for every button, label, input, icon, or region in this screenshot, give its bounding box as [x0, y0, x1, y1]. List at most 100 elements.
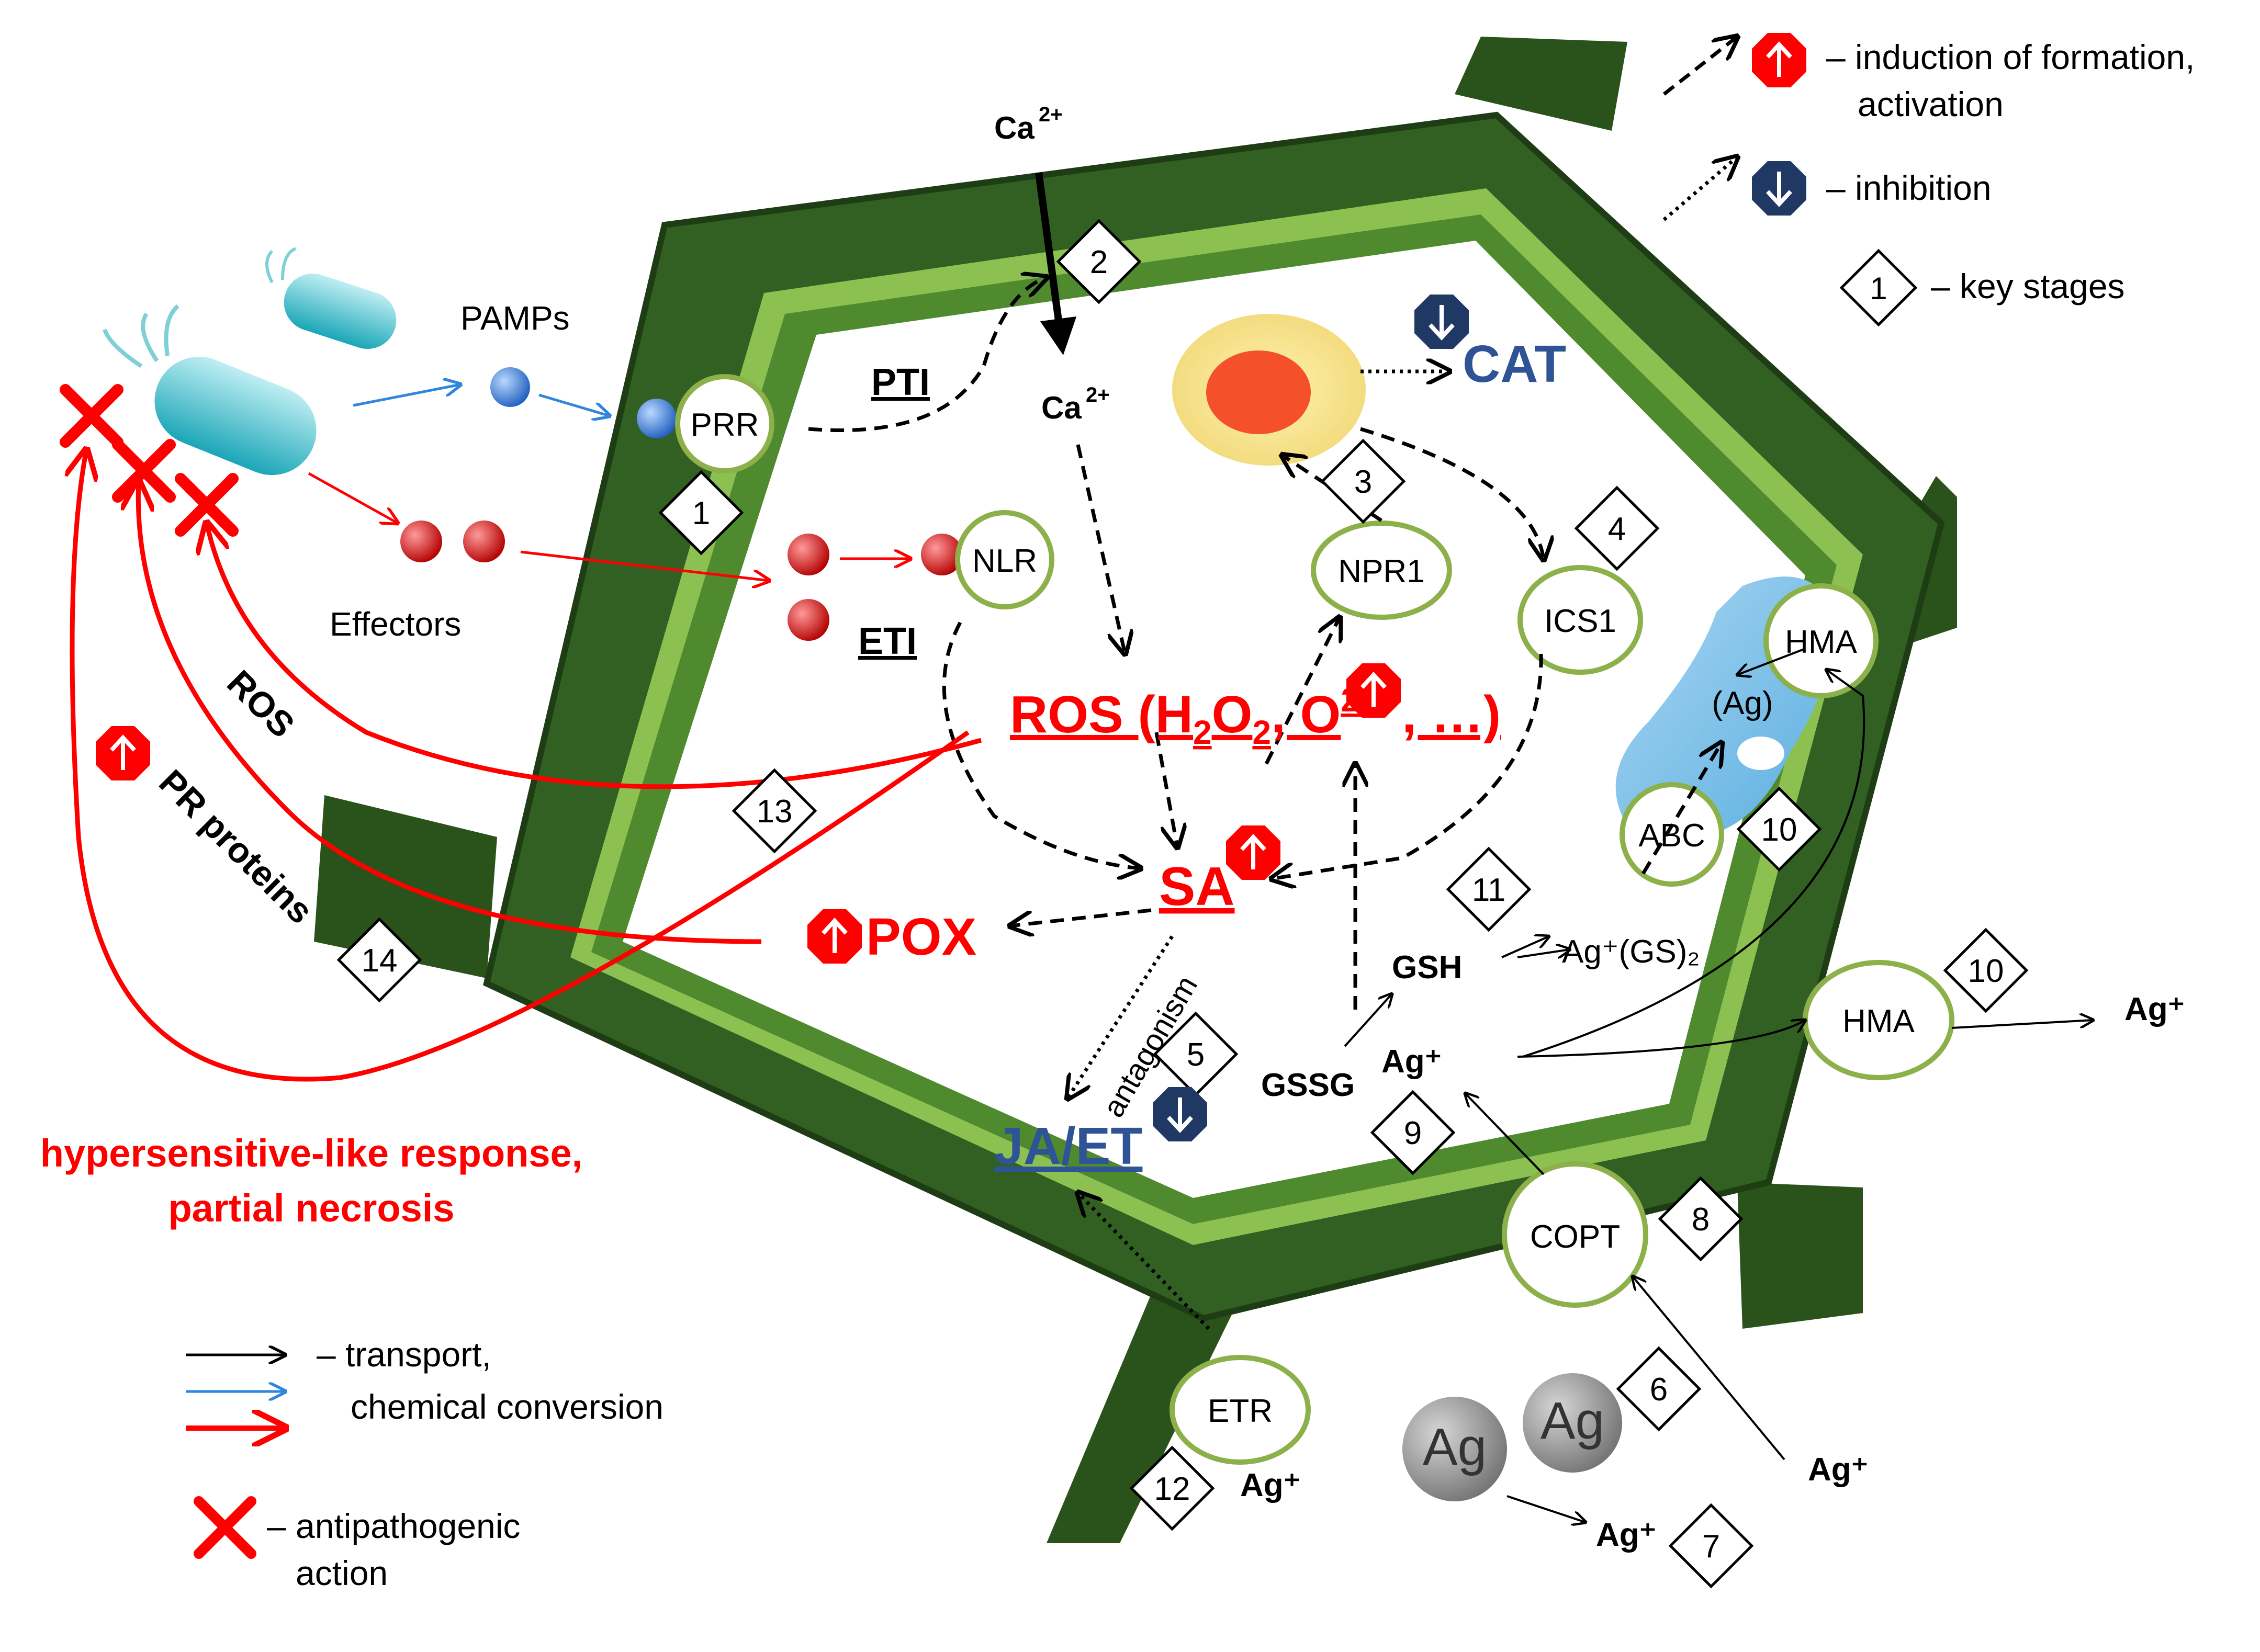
- gssg-label: GSSG: [1261, 1067, 1355, 1103]
- copt-node: [1502, 1161, 1648, 1308]
- nlr-receptor: [955, 510, 1054, 609]
- svg-text:1: 1: [692, 495, 710, 531]
- stage-3: 3: [1320, 438, 1406, 524]
- induction-icon-legend: [1752, 33, 1806, 87]
- ag-vacuole-label: (Ag): [1712, 685, 1773, 721]
- transport-arrows: [1344, 648, 2093, 1522]
- copt-label: COPT: [1530, 1219, 1620, 1255]
- ca-inside-label: Ca: [1041, 390, 1082, 425]
- legend-key-label: – key stages: [1931, 267, 2125, 305]
- prr-receptor: [675, 374, 774, 473]
- inhibition-icon-jaet: [1153, 1087, 1207, 1141]
- ros-formula: ROS (H2O2, O2-, …): [1010, 681, 1501, 751]
- ag-nanoparticle: [1523, 1373, 1622, 1473]
- induction-icon-pr: [96, 726, 150, 780]
- pti-label: PTI: [871, 361, 930, 403]
- stage-5: 5: [1153, 1011, 1239, 1097]
- ca-inside-charge: 2+: [1086, 383, 1110, 406]
- ca-top-charge: 2+: [1039, 103, 1063, 126]
- svg-text:1: 1: [1870, 271, 1887, 306]
- legend-induction-label: – induction of formation,: [1826, 38, 2195, 76]
- induction-icon-ros: [1346, 663, 1401, 718]
- svg-text:4: 4: [1608, 511, 1626, 547]
- svg-text:9: 9: [1404, 1115, 1422, 1151]
- induction-icon-pox: [807, 909, 862, 964]
- effector-arrows: [308, 472, 910, 581]
- pox-label: POX: [866, 908, 976, 966]
- pamp-arrows: [353, 384, 610, 416]
- legend-antipath-label-2: action: [296, 1554, 388, 1592]
- ag-nanoparticle-label: Ag: [1541, 1391, 1604, 1450]
- cell-wall: [314, 37, 1957, 1543]
- legend-transport-label: – transport,: [317, 1335, 491, 1374]
- cat-label: CAT: [1463, 335, 1566, 393]
- stage-10-hma: 10: [1943, 927, 2029, 1013]
- stage-8: 8: [1658, 1176, 1744, 1262]
- pr-proteins-label: PR proteins: [151, 762, 321, 932]
- necrosis-label: partial necrosis: [168, 1186, 454, 1230]
- stage-2: 2: [1056, 219, 1142, 304]
- stage-10-abc: 10: [1736, 786, 1822, 872]
- svg-text:10: 10: [1761, 812, 1797, 848]
- legend-bottom: – transport, chemical conversion – antip…: [186, 1335, 664, 1592]
- hypersensitive-label: hypersensitive-like response,: [40, 1131, 582, 1175]
- legend-induction-label-2: activation: [1858, 85, 2004, 123]
- nlr-label: NLR: [972, 543, 1037, 579]
- inhibition-icon-legend: [1752, 161, 1806, 216]
- svg-text:14: 14: [362, 943, 398, 979]
- bacterium-small: [265, 247, 397, 349]
- ag-nanoparticle: [1402, 1397, 1507, 1501]
- induction-icon-sa: [1226, 825, 1280, 880]
- ics1-label: ICS1: [1544, 603, 1616, 639]
- inhibition-icon-cat: [1414, 295, 1469, 349]
- response-arrows: [72, 450, 982, 1082]
- legend-key-diamond: 1: [1839, 248, 1918, 327]
- vacuole-hole: [1737, 737, 1784, 770]
- effector-ball: [788, 534, 829, 575]
- hma-vacuole-label: HMA: [1785, 624, 1857, 660]
- stage-13: 13: [732, 768, 817, 854]
- svg-text:13: 13: [757, 794, 793, 830]
- effector-ball: [921, 534, 963, 575]
- bacterium-large: [103, 304, 317, 476]
- eti-label: ETI: [858, 620, 917, 662]
- svg-text:10: 10: [1968, 953, 2004, 989]
- svg-text:6: 6: [1650, 1372, 1668, 1408]
- ag-ion-efflux: Ag⁺: [2124, 991, 2185, 1027]
- svg-text:12: 12: [1154, 1471, 1190, 1507]
- ag-gs2-label: Ag⁺(GS)₂: [1562, 934, 1700, 970]
- ag-ion-etr: Ag⁺: [1240, 1467, 1300, 1503]
- ics1-node: [1517, 565, 1643, 675]
- ag-ion-release: Ag⁺: [1596, 1517, 1656, 1553]
- legend-dotted-arrow: [1662, 157, 1737, 221]
- pamp-ball-at-prr: [637, 399, 677, 438]
- calcium-influx-arrow: [1035, 172, 1077, 355]
- ag-ion-center: Ag⁺: [1381, 1044, 1442, 1080]
- legend-dashed-arrow: [1662, 37, 1737, 96]
- legend-top: 1 – induction of formation, activation –…: [1662, 37, 2195, 327]
- legend-conversion-label: chemical conversion: [351, 1387, 664, 1426]
- stage-11: 11: [1446, 846, 1532, 932]
- ca-top-label: Ca: [994, 110, 1035, 145]
- svg-text:5: 5: [1187, 1037, 1205, 1073]
- effector-ball: [463, 521, 505, 562]
- npr1-label: NPR1: [1338, 553, 1424, 590]
- stage-14: 14: [336, 917, 422, 1003]
- ag-nanoparticle-label: Ag: [1423, 1418, 1487, 1476]
- abc-label: ABC: [1638, 818, 1705, 854]
- dotted-arrows: [1067, 371, 1449, 1330]
- svg-text:2: 2: [1090, 244, 1108, 280]
- sa-label: SA: [1159, 856, 1234, 917]
- svg-text:8: 8: [1692, 1202, 1710, 1238]
- svg-text:7: 7: [1702, 1529, 1720, 1565]
- ag-ion-outside: Ag⁺: [1808, 1452, 1868, 1488]
- stage-7: 7: [1668, 1503, 1754, 1589]
- stage-markers: 1 2 3 4 5 6 7 8 9 10 10 11 12 13 14: [336, 219, 2029, 1589]
- hma-vacuole-node: [1763, 583, 1879, 698]
- stage-12: 12: [1129, 1445, 1215, 1531]
- legend-antipath-label: – antipathogenic: [267, 1507, 520, 1545]
- abc-node: [1620, 782, 1724, 887]
- gsh-label: GSH: [1392, 949, 1462, 986]
- svg-text:3: 3: [1354, 464, 1372, 500]
